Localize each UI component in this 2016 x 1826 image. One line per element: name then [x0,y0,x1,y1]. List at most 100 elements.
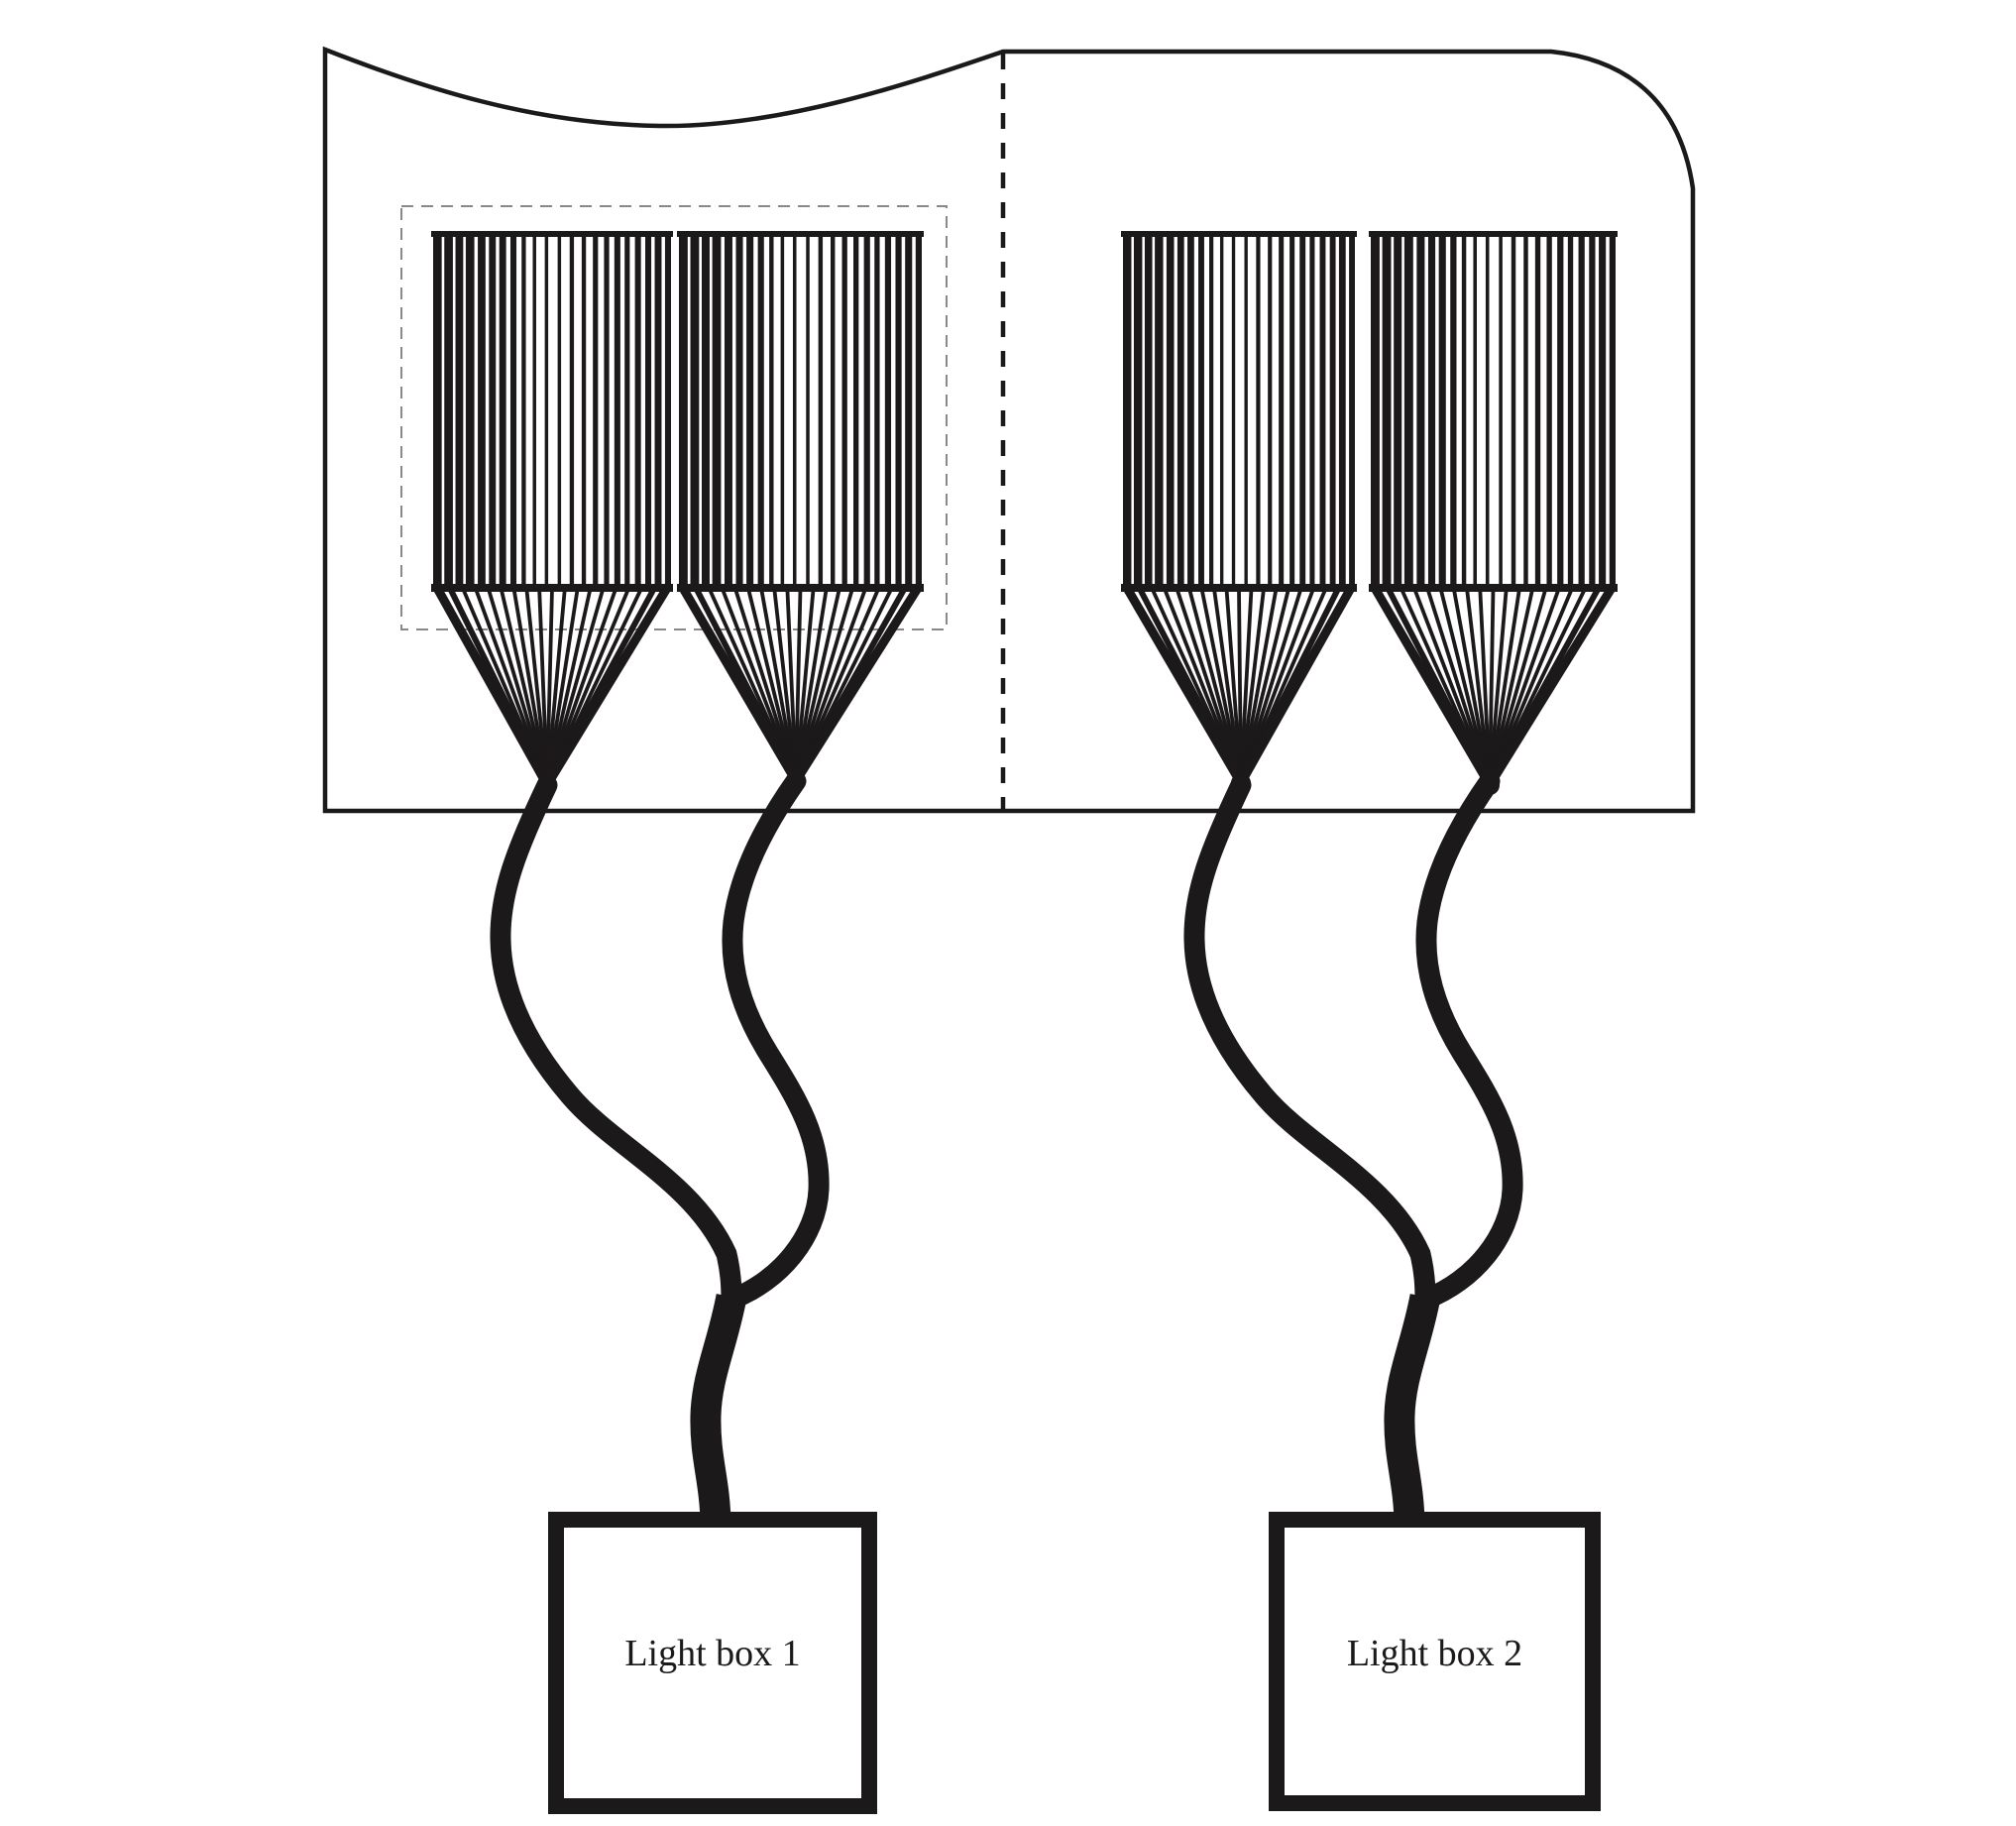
fiber-stripe [874,237,880,584]
cable-3 [1183,774,1436,1312]
fan-line [1486,586,1616,788]
fiber-stripe [1176,237,1184,584]
fiber-stripe [1209,237,1214,584]
fan-line [1239,588,1254,784]
fiber-stripe [1599,237,1607,584]
fiber-stripe [895,237,902,584]
fiber-stripe [724,237,732,584]
fan-line [487,588,549,786]
fiber-stripe [634,237,641,584]
fan-line [545,588,630,786]
light-boxes: Light box 1 Light box 2 [548,1512,1601,1814]
block-top-bar [431,231,673,237]
fiber-stripe [1450,237,1457,584]
fan-line [1239,588,1279,784]
fiber-stripe [1231,237,1236,584]
fan-line [1478,588,1492,786]
light-box-rect [1269,1512,1601,1811]
fiber-stripe [557,237,562,584]
fan-line [1237,586,1355,786]
fiber-stripe [1268,237,1273,584]
fiber-stripe [1499,237,1503,584]
fiber-stripe [792,237,797,584]
light-box-label: Light box 2 [1347,1633,1522,1674]
fan-line [1488,588,1509,786]
fiber-stripe [509,237,517,584]
fiber-stripe [1299,237,1306,584]
fiber-stripe [853,237,859,584]
fiber-fan-1 [433,586,671,795]
fiber-stripe [1578,237,1585,584]
fiber-fan-bundles [433,586,1616,795]
fan-line [1425,588,1492,786]
fiber-stripe [465,237,475,584]
light-box-2: Light box 2 [1269,1512,1601,1811]
fiber-stripe [679,237,688,584]
fan-line [543,586,671,788]
fan-line [545,588,606,786]
fan-line [733,588,798,782]
fan-line [792,586,922,784]
fiber-stripe [1279,237,1285,584]
fiber-stripe [702,237,710,584]
light-box-rect [548,1512,877,1814]
fiber-stripe [905,237,913,584]
fan-line [537,588,549,786]
fiber-stripe [444,237,453,584]
fiber-stripe [757,237,764,584]
block-bottom-bar [1369,584,1618,592]
fan-line [1224,588,1243,784]
alignment-guide-rect [400,205,948,630]
fiber-stripe [1144,237,1153,584]
fiber-stripe [544,237,549,584]
fan-line [524,588,549,786]
fan-line [545,588,593,786]
fiber-stripe [1349,237,1355,584]
fan-line [693,587,799,783]
block-bottom-bar [431,584,673,592]
fiber-stripe [1198,237,1204,584]
fiber-stripe [1371,237,1380,584]
fan-line [545,588,580,786]
fiber-stripe [780,237,785,584]
fan-line [511,588,549,786]
fan-line [794,588,854,782]
fan-line [794,588,867,782]
fiber-stripe [1155,237,1164,584]
fan-line [545,588,567,786]
fan-line [1488,588,1521,786]
fiber-stripe [1219,237,1224,584]
fiber-stripe [1567,237,1574,584]
fiber-stripe [532,237,536,584]
fiber-stripe [1256,237,1261,584]
fiber-stripe [499,237,506,584]
fan-line [794,588,803,782]
fiber-stripe [1338,237,1346,584]
fan-line [794,588,841,782]
fiber-block-1 [431,231,673,592]
fan-line [1488,588,1496,786]
fan-line [461,588,549,786]
fiber-stripe [1244,237,1248,584]
fiber-stripe [712,237,722,584]
fiber-stripe [831,237,836,584]
fan-line [1239,588,1290,784]
fiber-stripe [884,237,892,584]
fan-line [474,588,549,786]
fan-line [1237,588,1243,784]
fiber-stripe [769,237,774,584]
fiber-stripe [1485,237,1490,584]
fiber-stripe [614,237,620,584]
fiber-stripe [1133,237,1143,584]
fiber-stripe [818,237,824,584]
fan-line [447,587,550,787]
fan-line [1451,588,1492,786]
fiber-stripe [1427,237,1436,584]
fiber-stripe [1523,237,1528,584]
fiber-stripe [1557,237,1564,584]
fan-line [1488,588,1535,786]
fiber-stripe [604,237,610,584]
panel-outline-path [322,46,1696,814]
light-box-1: Light box 1 [548,1512,877,1814]
cable-2 [722,770,830,1310]
